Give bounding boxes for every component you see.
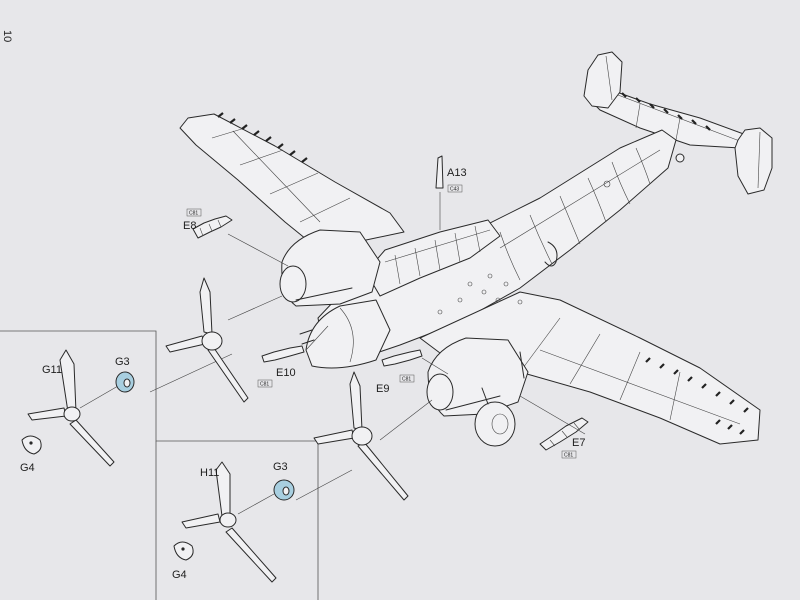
inset-left-propeller xyxy=(59,349,77,413)
right-wing-panel-lines xyxy=(519,317,741,425)
inset-right-propeller-label: H11 xyxy=(200,467,219,479)
left-wing xyxy=(179,113,405,253)
callout-e8-label: E8 xyxy=(183,220,196,232)
canopy xyxy=(365,219,501,297)
aircraft-drawing xyxy=(149,51,773,501)
inset-left-propeller-label: G11 xyxy=(42,364,62,376)
nose xyxy=(305,299,391,369)
inset-right: H11 G3 G4 xyxy=(172,461,295,583)
canopy-frames xyxy=(384,225,491,285)
inset-right-spinner-g4 xyxy=(173,541,194,561)
exhaust-part-e8 xyxy=(192,215,233,239)
inset-left: G11 G3 G4 xyxy=(20,349,135,474)
left-wing-panel-lines xyxy=(211,127,351,223)
callout-e7-label: E7 xyxy=(572,437,585,449)
page-number: 10 xyxy=(1,30,13,42)
callout-e7-tag: C81 xyxy=(564,453,573,459)
inset-left-hub-label: G3 xyxy=(115,356,130,368)
fuselage-marking xyxy=(603,180,611,188)
fuselage-frames xyxy=(499,147,661,281)
right-wing-stripes xyxy=(645,357,749,435)
callout-e10-label: E10 xyxy=(276,367,296,379)
callout-e8-tag: C81 xyxy=(189,211,198,217)
callout-e9-tag: C81 xyxy=(402,377,411,383)
inset-frames xyxy=(0,330,319,600)
antenna-loop xyxy=(544,241,558,267)
exhaust-e7-slots xyxy=(549,422,580,447)
left-engine-exhaust-line xyxy=(295,287,353,301)
callout-e10-tag: C81 xyxy=(260,382,269,388)
exhaust-part-e9 xyxy=(381,349,423,367)
wing-root-holes xyxy=(437,273,523,315)
right-engine-cowl-face xyxy=(426,373,454,411)
antenna-mast-a13 xyxy=(435,155,444,189)
inset-right-hub-label: G3 xyxy=(273,461,288,473)
tail-wheel xyxy=(675,153,685,163)
callout-a13-tag: C43 xyxy=(450,187,459,193)
main-wheel xyxy=(474,401,516,447)
tailplane-stripes xyxy=(621,92,711,131)
left-propeller xyxy=(165,277,249,403)
exhaust-e8-slots xyxy=(199,219,222,237)
main-gear-leg xyxy=(481,387,489,405)
right-fin xyxy=(734,127,773,195)
callout-e9-label: E9 xyxy=(376,383,389,395)
left-engine-cowl-face xyxy=(279,265,307,303)
nose-guns xyxy=(299,329,315,345)
right-engine-strut xyxy=(519,351,525,379)
right-propeller xyxy=(313,371,409,501)
exhaust-part-e10 xyxy=(261,345,305,363)
right-engine-exhaust-line xyxy=(445,395,501,411)
left-fin xyxy=(583,51,623,109)
inset-left-spinner-label: G4 xyxy=(20,462,35,474)
inset-left-spinner-g4 xyxy=(21,435,42,455)
inset-right-spinner-label: G4 xyxy=(172,569,187,581)
callout-a13-label: A13 xyxy=(447,167,467,179)
tailplane-lines xyxy=(609,91,746,144)
left-wing-stripes xyxy=(217,112,308,163)
